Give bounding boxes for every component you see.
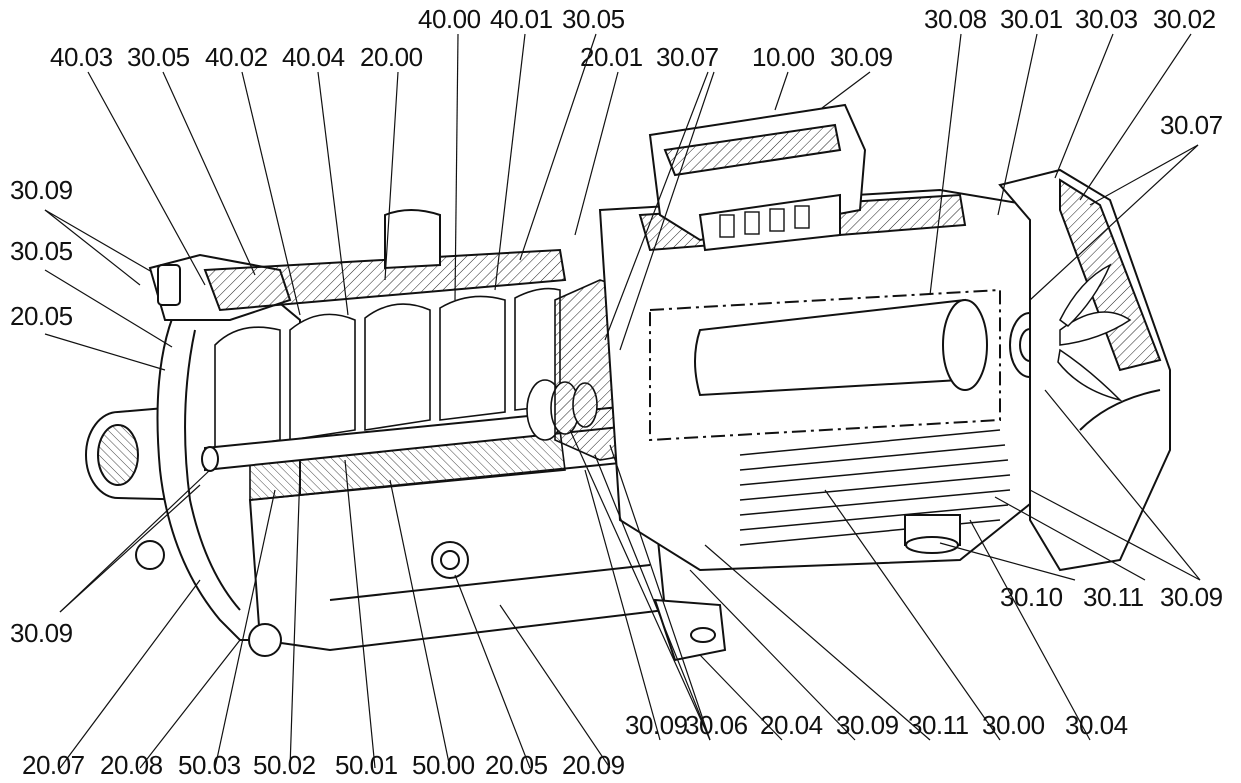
label-20-05-bottom: 20.05 <box>485 750 548 780</box>
label-30-10: 30.10 <box>1000 582 1063 612</box>
cooling-fins <box>739 429 1011 546</box>
outlet-pipe <box>384 209 441 270</box>
label-30-11-bottom: 30.11 <box>908 710 969 740</box>
label-40-03: 40.03 <box>50 42 113 72</box>
label-30-01: 30.01 <box>1000 4 1063 34</box>
label-50-00: 50.00 <box>412 750 475 780</box>
label-40-00: 40.00 <box>418 4 481 34</box>
label-30-02: 30.02 <box>1153 4 1216 34</box>
label-30-07-top: 30.07 <box>656 42 719 72</box>
label-20-05-left: 20.05 <box>10 301 73 331</box>
label-30-07-right: 30.07 <box>1160 110 1223 140</box>
label-30-09-top: 30.09 <box>830 42 893 72</box>
label-30-06: 30.06 <box>685 710 748 740</box>
label-30-09-lower-left: 30.09 <box>10 618 73 648</box>
label-20-01: 20.01 <box>580 42 643 72</box>
label-30-08: 30.08 <box>924 4 987 34</box>
label-20-07: 20.07 <box>22 750 85 780</box>
label-30-03: 30.03 <box>1075 4 1138 34</box>
label-20-00: 20.00 <box>360 42 423 72</box>
label-30-05: 30.05 <box>127 42 190 72</box>
impeller-stages <box>214 287 566 501</box>
label-30-09-bottom-2: 30.09 <box>836 710 899 740</box>
label-50-01: 50.01 <box>335 750 398 780</box>
label-10-00: 10.00 <box>752 42 815 72</box>
label-30-11-right: 30.11 <box>1083 582 1144 612</box>
label-20-09: 20.09 <box>562 750 625 780</box>
label-20-04: 20.04 <box>760 710 823 740</box>
label-40-02: 40.02 <box>205 42 268 72</box>
leader-lines <box>44 33 1201 769</box>
label-30-09-left: 30.09 <box>10 175 73 205</box>
label-30-09-bottom-1: 30.09 <box>625 710 688 740</box>
label-30-09-right: 30.09 <box>1160 582 1223 612</box>
pump-housing <box>85 209 727 662</box>
label-30-05-left: 30.05 <box>10 236 73 266</box>
label-50-02: 50.02 <box>253 750 316 780</box>
label-30-05-top: 30.05 <box>562 4 625 34</box>
label-30-00: 30.00 <box>982 710 1045 740</box>
fan-cover <box>998 168 1171 572</box>
label-20-08: 20.08 <box>100 750 163 780</box>
motor <box>598 188 1061 572</box>
label-30-04: 30.04 <box>1065 710 1128 740</box>
label-50-03: 50.03 <box>178 750 241 780</box>
label-40-01: 40.01 <box>490 4 553 34</box>
fan <box>1057 263 1132 402</box>
terminal-box <box>648 103 867 252</box>
label-40-04: 40.04 <box>282 42 345 72</box>
